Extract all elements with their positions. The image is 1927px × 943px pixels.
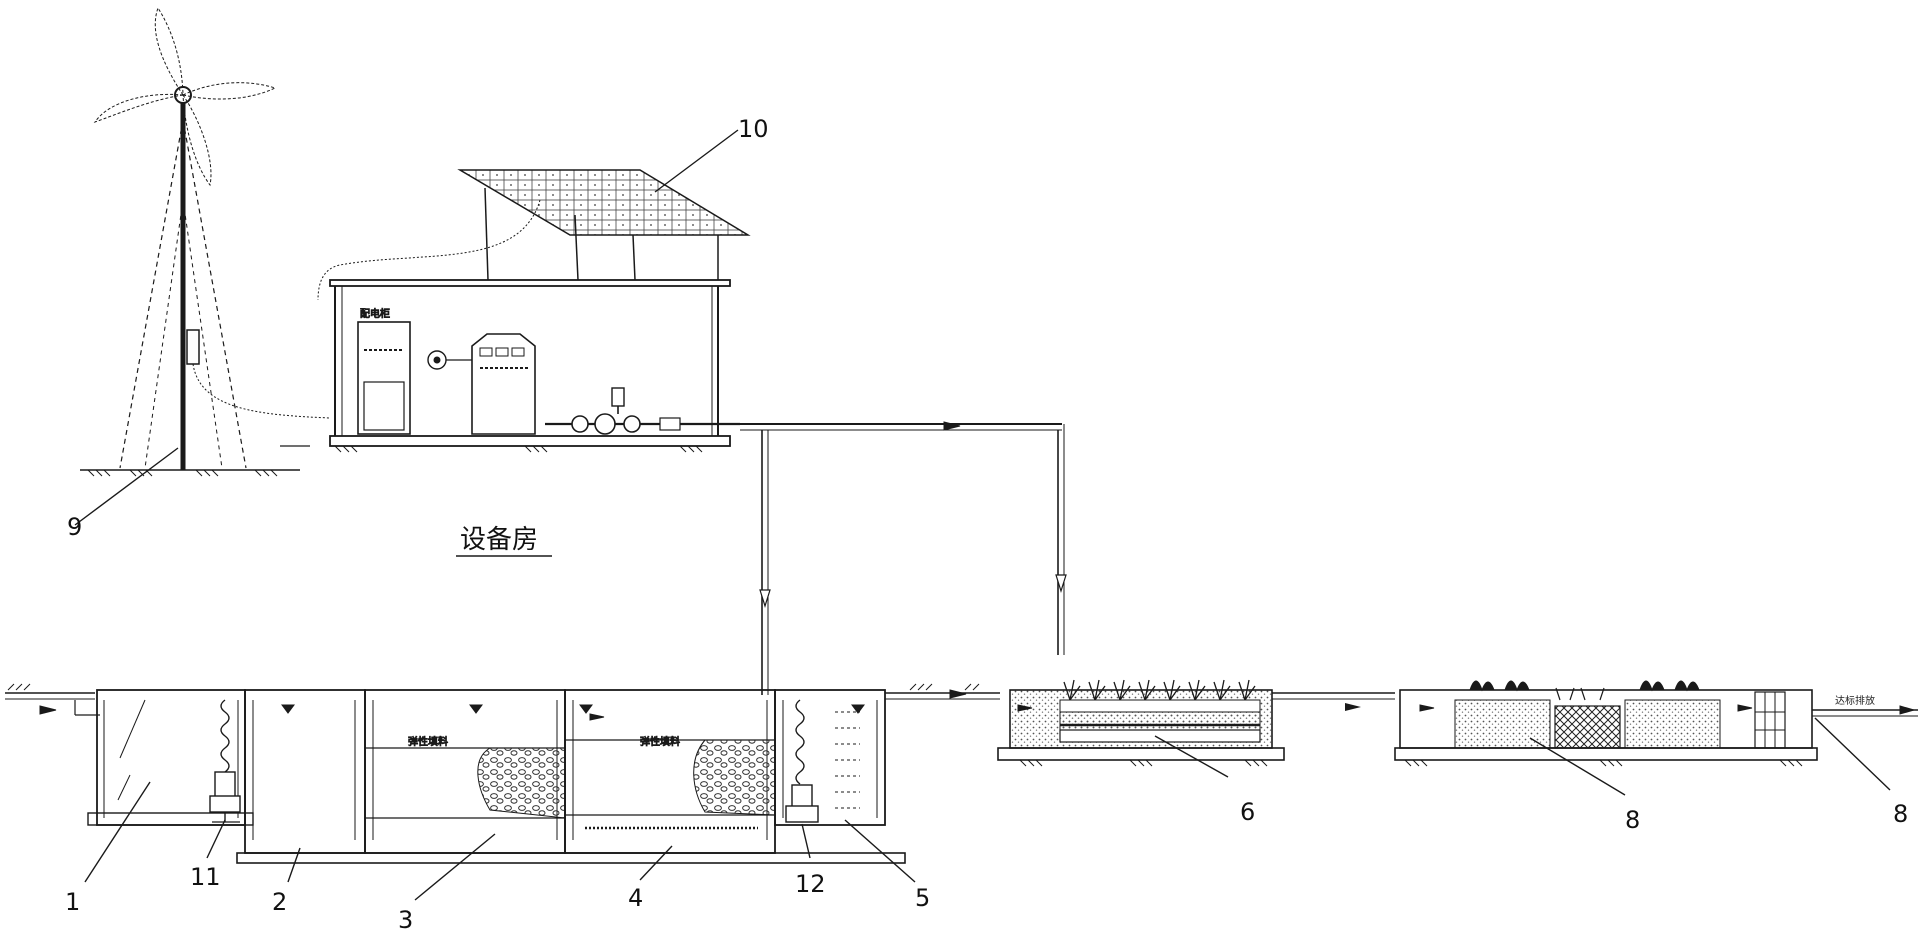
tank-2-anaerobic: [244, 689, 366, 854]
tank-3-anoxic: 弹性填料: [364, 689, 566, 854]
dosing-cabinet: [427, 333, 536, 435]
eco-filter-bed: [1394, 680, 1918, 796]
label-8-filter: 8: [1625, 806, 1640, 834]
constructed-wetland: [997, 679, 1285, 778]
label-2: 2: [272, 888, 287, 916]
callout-numbers: 1 2 3 4 5 6 8 8 9 10 11 12: [65, 115, 1908, 934]
turbine-ground-hatch: [87, 469, 278, 477]
control-cabinet: 配电柜: [357, 307, 411, 435]
label-10: 10: [738, 115, 769, 143]
label-9: 9: [67, 513, 82, 541]
tank-5-settling: [774, 689, 886, 826]
wetland-plants: [1063, 679, 1256, 701]
equipment-room-caption: 设备房: [460, 525, 538, 555]
label-6: 6: [1240, 798, 1255, 826]
label-4: 4: [628, 884, 643, 912]
distribution-pipe: [740, 421, 1067, 695]
label-5: 5: [915, 884, 930, 912]
label-1: 1: [65, 888, 80, 916]
label-11: 11: [190, 863, 221, 891]
outlet-label: 达标排放: [1835, 694, 1875, 707]
wind-turbine: [74, 6, 331, 526]
packing-label-a: 弹性填料: [408, 735, 448, 748]
tank-1-regulating: [87, 689, 254, 826]
equipment-room: 配电柜: [280, 279, 740, 453]
label-12: 12: [795, 870, 826, 898]
svg-text:配电柜: 配电柜: [360, 307, 390, 320]
packing-label-b: 弹性填料: [640, 735, 680, 748]
pump-assembly: [545, 387, 740, 435]
filter-plants: [1469, 680, 1700, 692]
room-ground-hatch: [280, 445, 703, 453]
tank-4-aerobic: 弹性填料: [564, 689, 776, 854]
label-3: 3: [398, 906, 413, 934]
label-8-outlet: 8: [1893, 800, 1908, 828]
solar-panel: [317, 129, 751, 301]
leader-lines: [84, 781, 916, 901]
treatment-tanks: 弹性填料 弹性填料: [5, 683, 1000, 864]
